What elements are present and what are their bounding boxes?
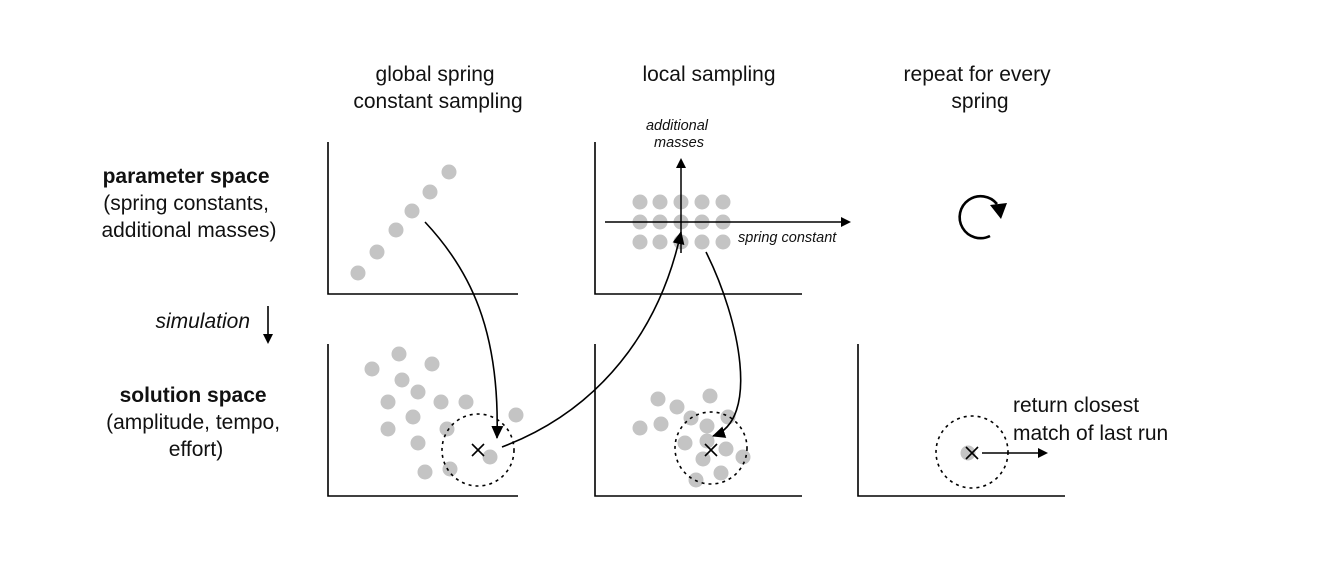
sample-dot: [652, 234, 668, 250]
row-label-parameter-space: parameter space (spring constants, addit…: [101, 165, 276, 242]
additional-masses-label: additional masses: [646, 118, 712, 151]
column-title-repeat: repeat for every spring: [904, 63, 1057, 113]
sample-dot: [632, 194, 648, 210]
sample-dot: [422, 184, 438, 200]
sample-dot: [388, 222, 404, 238]
solution-dot: [960, 445, 976, 461]
simulation-label: simulation: [155, 310, 250, 333]
solution-dot: [380, 394, 396, 410]
column-title-global: global spring constant sampling: [353, 63, 522, 113]
sample-dot: [694, 234, 710, 250]
solution-dot: [410, 384, 426, 400]
sample-dot: [369, 244, 385, 260]
solution-dot: [508, 407, 524, 423]
sample-dot: [715, 194, 731, 210]
sample-dot: [652, 194, 668, 210]
global-solution-samples: [364, 346, 524, 480]
sample-dot: [441, 164, 457, 180]
selection-circle-global: [441, 413, 515, 487]
panel-local-param: [594, 142, 802, 295]
solution-dot: [735, 449, 751, 465]
selection-circle-local: [674, 411, 748, 485]
spring-constant-label: spring constant: [738, 230, 837, 246]
sample-dot: [715, 234, 731, 250]
column-title-local: local sampling: [642, 63, 775, 86]
solution-dot: [391, 346, 407, 362]
solution-dot: [442, 461, 458, 477]
solution-dot: [718, 441, 734, 457]
final-solution-sample: [960, 445, 976, 461]
selection-circle-final: [935, 415, 1009, 489]
sample-dot: [694, 194, 710, 210]
panel-global-param: [327, 142, 518, 295]
return-callout: return closest match of last run: [1013, 394, 1168, 445]
solution-dot: [632, 420, 648, 436]
sample-dot: [632, 234, 648, 250]
solution-dot: [653, 416, 669, 432]
solution-dot: [699, 433, 715, 449]
solution-dot: [394, 372, 410, 388]
simulate-arrow-local: [705, 251, 742, 438]
solution-dot: [417, 464, 433, 480]
sample-dot: [350, 265, 366, 281]
solution-dot: [424, 356, 440, 372]
sample-dot: [404, 203, 420, 219]
solution-dot: [669, 399, 685, 415]
target-x-icon: [704, 443, 718, 457]
solution-dot: [482, 449, 498, 465]
clockwise-loop-icon: [958, 194, 1007, 240]
solution-dot: [380, 421, 396, 437]
panel-local-solution: [594, 344, 802, 497]
panel-final-solution: [857, 344, 1065, 497]
solution-dot: [439, 421, 455, 437]
solution-dot: [713, 465, 729, 481]
panel-global-solution: [327, 344, 518, 497]
simulate-arrow-global: [424, 221, 504, 439]
global-param-samples: [350, 164, 457, 281]
solution-dot: [405, 409, 421, 425]
solution-dot: [702, 388, 718, 404]
solution-dot: [433, 394, 449, 410]
solution-dot: [650, 391, 666, 407]
solution-dot: [458, 394, 474, 410]
local-solution-samples: [632, 388, 751, 488]
target-x-icon: [471, 443, 485, 457]
solution-dot: [699, 418, 715, 434]
target-x-icon: [965, 446, 979, 460]
solution-dot: [410, 435, 426, 451]
solution-dot: [364, 361, 380, 377]
refine-arrow: [501, 231, 685, 448]
solution-dot: [677, 435, 693, 451]
row-label-solution-space: solution space (amplitude, tempo, effort…: [106, 384, 286, 461]
